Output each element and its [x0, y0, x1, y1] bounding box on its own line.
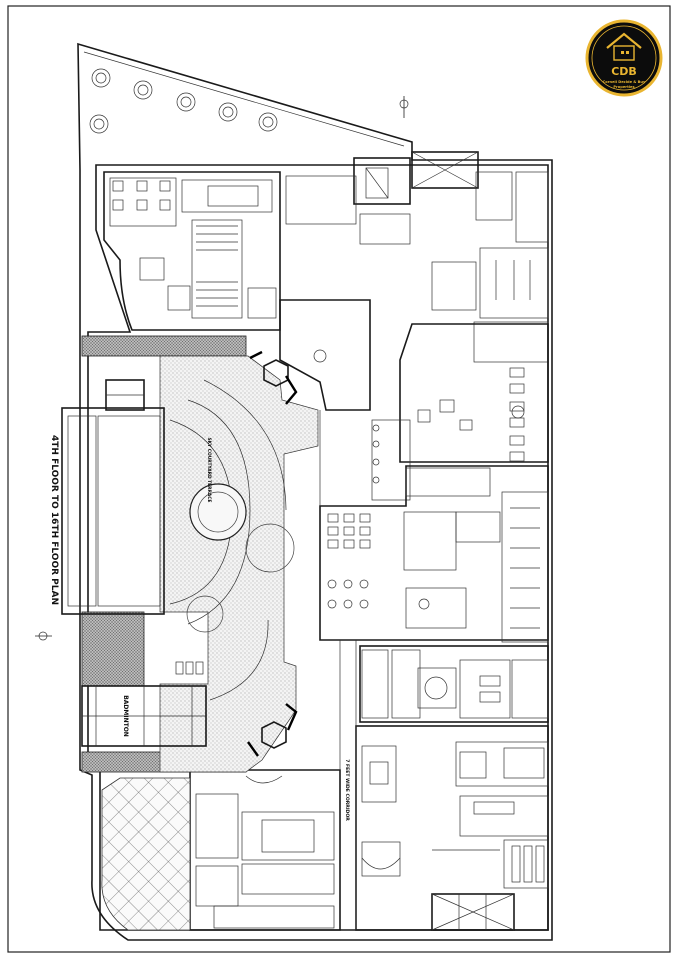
spa-rooms [359, 645, 549, 723]
planter-strip-mid [81, 611, 145, 687]
badminton-label: BADMINTON [122, 695, 129, 737]
lower-left-wing [189, 769, 341, 931]
site-boundary [77, 42, 553, 941]
house-icon [606, 32, 642, 61]
logo-initials: CDB [611, 65, 637, 78]
pool-hall [61, 379, 165, 615]
dining-lounge-block [103, 171, 281, 331]
courtyard-label: SKY COURTYARD TERRACE [206, 437, 212, 502]
planter-strip-top [81, 335, 247, 357]
gym-area [371, 323, 549, 501]
plan-title: 4TH FLOOR TO 16TH FLOOR PLAN [49, 435, 59, 605]
logo-tagline-2: Properties [613, 85, 634, 89]
courtyard-terrace [159, 350, 319, 773]
north-arrow-icon [399, 96, 409, 118]
sheet-border [7, 5, 671, 953]
lift-core-top [285, 151, 479, 245]
corridor-label: 7 FEET WIDE CORRIDOR [344, 759, 350, 821]
right-rooms-top [431, 171, 549, 363]
badminton-court [81, 685, 207, 747]
tree-cluster [89, 68, 278, 134]
company-logo: CDB Cornell Decide & Buy Properties [585, 19, 663, 97]
central-lobby [279, 299, 371, 411]
section-marker-icon [35, 631, 52, 641]
fitness-centre [319, 465, 549, 643]
logo-tagline-1: Cornell Decide & Buy [603, 80, 646, 84]
lower-lounge [355, 725, 549, 931]
landscape-plot [101, 777, 191, 931]
corridor-walls [319, 410, 357, 930]
